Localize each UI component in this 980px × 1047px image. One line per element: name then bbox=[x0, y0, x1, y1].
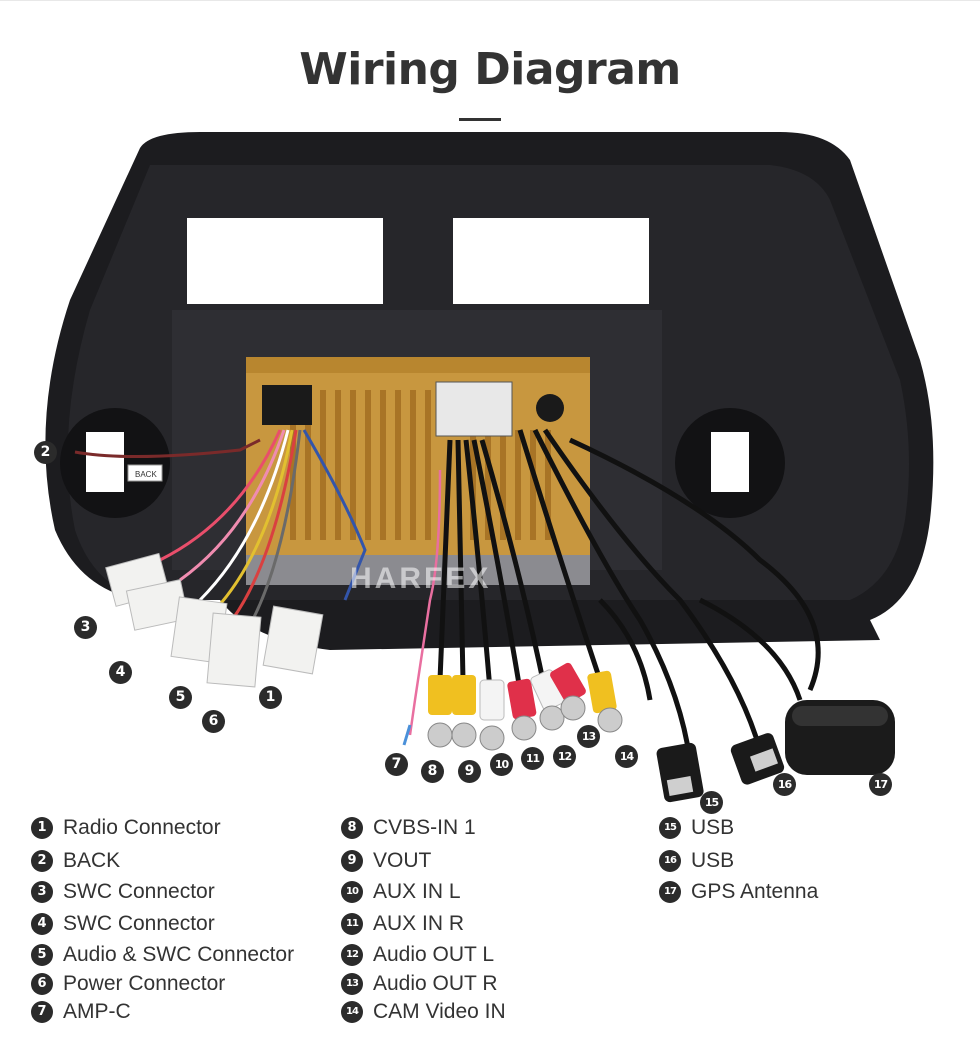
legend-label: VOUT bbox=[373, 849, 432, 872]
callout-8: 8 bbox=[421, 760, 444, 783]
legend-label: AMP-C bbox=[63, 1000, 131, 1023]
callout-13: 13 bbox=[577, 725, 600, 748]
legend-label: SWC Connector bbox=[63, 912, 215, 935]
legend-label: Audio OUT L bbox=[373, 943, 495, 966]
legend-badge: 16 bbox=[659, 850, 681, 872]
legend-item-8: 8 CVBS-IN 1 bbox=[341, 814, 476, 842]
legend-label: CAM Video IN bbox=[373, 1000, 506, 1023]
callout-5: 5 bbox=[169, 686, 192, 709]
legend-item-7: 7 AMP-C bbox=[31, 998, 131, 1026]
callout-11: 11 bbox=[521, 747, 544, 770]
callout-12: 12 bbox=[553, 745, 576, 768]
legend-badge: 8 bbox=[341, 817, 363, 839]
title-underline bbox=[459, 118, 501, 121]
callout-10: 10 bbox=[490, 753, 513, 776]
legend-label: AUX IN L bbox=[373, 880, 461, 903]
callout-3: 3 bbox=[74, 616, 97, 639]
callout-15: 15 bbox=[700, 791, 723, 814]
legend-badge: 13 bbox=[341, 973, 363, 995]
legend-badge: 4 bbox=[31, 913, 53, 935]
legend-label: GPS Antenna bbox=[691, 880, 819, 903]
callout-2: 2 bbox=[34, 441, 57, 464]
legend-label: SWC Connector bbox=[63, 880, 215, 903]
callout-7: 7 bbox=[385, 753, 408, 776]
legend-badge: 6 bbox=[31, 973, 53, 995]
legend-badge: 1 bbox=[31, 817, 53, 839]
top-divider bbox=[0, 0, 980, 1]
legend-item-5: 5 Audio & SWC Connector bbox=[31, 941, 294, 969]
legend-badge: 11 bbox=[341, 913, 363, 935]
legend-badge: 10 bbox=[341, 881, 363, 903]
legend-label: USB bbox=[691, 849, 735, 872]
legend-label: AUX IN R bbox=[373, 912, 465, 935]
legend-item-13: 13 Audio OUT R bbox=[341, 970, 498, 998]
legend-label: BACK bbox=[63, 849, 121, 872]
legend-item-11: 11 AUX IN R bbox=[341, 910, 464, 938]
callout-4: 4 bbox=[109, 661, 132, 684]
legend-item-2: 2 BACK bbox=[31, 847, 120, 875]
legend-item-15: 15 USB bbox=[659, 814, 734, 842]
legend-badge: 12 bbox=[341, 944, 363, 966]
watermark: HARFEX bbox=[350, 562, 492, 595]
legend-badge: 15 bbox=[659, 817, 681, 839]
legend-label: Power Connector bbox=[63, 972, 226, 995]
legend-badge: 2 bbox=[31, 850, 53, 872]
legend-badge: 7 bbox=[31, 1001, 53, 1023]
legend-item-16: 16 USB bbox=[659, 847, 734, 875]
callout-9: 9 bbox=[458, 760, 481, 783]
callout-1: 1 bbox=[259, 686, 282, 709]
legend-item-17: 17 GPS Antenna bbox=[659, 878, 818, 906]
legend-item-6: 6 Power Connector bbox=[31, 970, 225, 998]
page-title: Wiring Diagram bbox=[299, 44, 681, 95]
legend-badge: 3 bbox=[31, 881, 53, 903]
back-tag: BACK bbox=[135, 470, 157, 479]
legend-label: USB bbox=[691, 816, 735, 839]
legend-label: Radio Connector bbox=[63, 816, 221, 839]
legend-badge: 17 bbox=[659, 881, 681, 903]
callout-14: 14 bbox=[615, 745, 638, 768]
legend-badge: 14 bbox=[341, 1001, 363, 1023]
callout-17: 17 bbox=[869, 773, 892, 796]
legend-item-4: 4 SWC Connector bbox=[31, 910, 215, 938]
legend-item-14: 14 CAM Video IN bbox=[341, 998, 506, 1026]
legend-label: CVBS-IN 1 bbox=[373, 816, 476, 839]
legend-label: Audio OUT R bbox=[373, 972, 498, 995]
callout-16: 16 bbox=[773, 773, 796, 796]
legend-label: Audio & SWC Connector bbox=[63, 943, 295, 966]
legend-badge: 5 bbox=[31, 944, 53, 966]
legend-item-10: 10 AUX IN L bbox=[341, 878, 461, 906]
legend-badge: 9 bbox=[341, 850, 363, 872]
legend-item-12: 12 Audio OUT L bbox=[341, 941, 494, 969]
legend-item-9: 9 VOUT bbox=[341, 847, 431, 875]
legend-item-3: 3 SWC Connector bbox=[31, 878, 215, 906]
callout-6: 6 bbox=[202, 710, 225, 733]
legend-item-1: 1 Radio Connector bbox=[31, 814, 221, 842]
